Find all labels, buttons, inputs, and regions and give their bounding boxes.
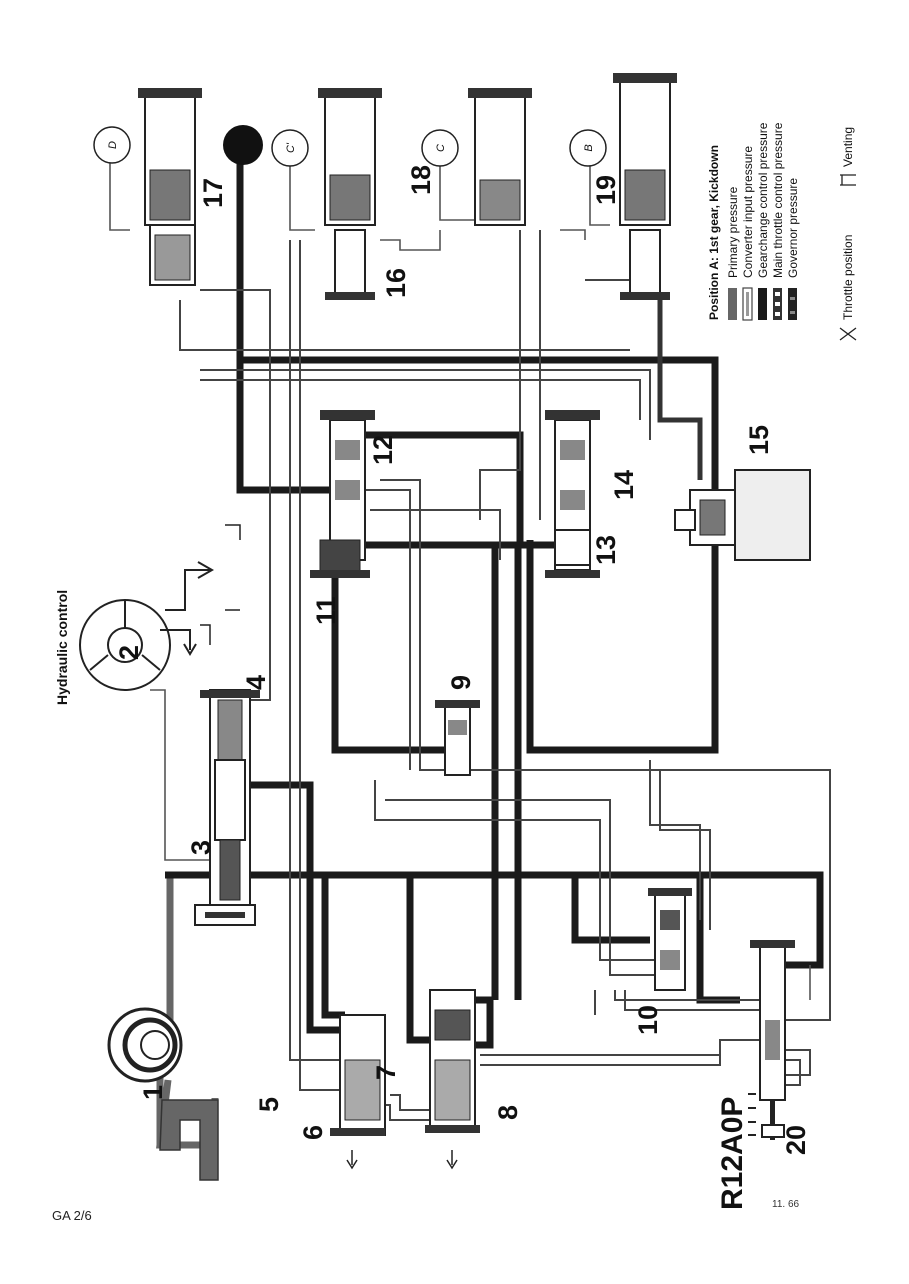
circle-b-label: B — [583, 144, 595, 151]
footer-date: 11. 66 — [772, 1199, 799, 1210]
circle-c-prime-label: C' — [285, 142, 297, 153]
label-19: 19 — [591, 175, 621, 205]
venting-icon — [840, 174, 856, 186]
label-16: 16 — [381, 268, 411, 298]
throttle-position-label: Throttle position — [841, 235, 855, 320]
page-title: Hydraulic control — [54, 590, 70, 705]
circle-c-prime: C' — [271, 129, 309, 167]
cylinder-17 — [138, 88, 202, 286]
label-8: 8 — [493, 1105, 523, 1120]
legend-item-converter: Converter input pressure — [741, 146, 755, 321]
cylinder-18 — [468, 88, 532, 226]
label-11: 11 — [311, 596, 341, 625]
selector-valve-20 — [750, 940, 795, 1140]
legend-title: Position A: 1st gear, Kickdown — [707, 145, 721, 320]
label-18: 18 — [406, 165, 436, 195]
label-4: 4 — [241, 675, 271, 690]
legend-label-main-throttle: Main throttle control pressure — [771, 122, 785, 278]
label-3: 3 — [186, 840, 216, 855]
cylinder-19 — [613, 73, 677, 300]
valve-12 — [310, 410, 375, 578]
label-9: 9 — [446, 675, 476, 690]
label-20: 20 — [781, 1125, 811, 1155]
legend-item-primary: Primary pressure — [726, 186, 740, 320]
legend-item-main-throttle: Main throttle control pressure — [771, 122, 785, 320]
valve-9 — [435, 700, 480, 776]
label-17: 17 — [198, 178, 228, 208]
valve-10 — [648, 888, 692, 991]
accumulator-ball — [223, 125, 263, 165]
legend-label-governor: Governor pressure — [786, 178, 800, 278]
legend: Position A: 1st gear, Kickdown Primary p… — [707, 122, 800, 321]
circle-d: D — [93, 126, 131, 164]
circle-b: B — [569, 129, 607, 167]
legend-label-converter: Converter input pressure — [741, 146, 755, 278]
label-5: 5 — [254, 1097, 284, 1112]
input-arrows — [346, 1150, 458, 1170]
cylinder-16 — [318, 88, 382, 300]
label-6: 6 — [298, 1125, 328, 1140]
pump-1 — [107, 1007, 219, 1181]
footer-page-code: GA 2/6 — [52, 1208, 92, 1223]
label-10: 10 — [633, 1005, 663, 1035]
label-15: 15 — [744, 425, 774, 455]
valve-8 — [425, 989, 480, 1133]
throttle-position-icon — [839, 327, 857, 341]
circle-d-label: D — [107, 141, 119, 149]
legend-item-governor: Governor pressure — [786, 178, 800, 320]
label-2: 2 — [114, 645, 144, 660]
valve-13 — [545, 410, 600, 578]
circle-c-label: C — [435, 144, 447, 152]
component-numbers: 1 2 3 4 5 6 7 8 9 10 11 12 13 14 15 16 1… — [114, 165, 811, 1155]
legend-item-gearchange: Gearchange control pressure — [756, 122, 770, 320]
control-unit-2 — [79, 524, 241, 691]
hydraulic-lines — [109, 130, 831, 1149]
label-7: 7 — [371, 1065, 401, 1080]
label-1: 1 — [138, 1085, 168, 1100]
legend-label-primary: Primary pressure — [726, 186, 740, 278]
valve-3 — [194, 689, 260, 926]
circle-c: C — [421, 129, 459, 167]
selector-ticks — [748, 1093, 756, 1136]
valve-6 — [330, 1014, 386, 1136]
venting-label: Venting — [841, 127, 855, 167]
governor-15 — [674, 469, 811, 561]
selector-positions: R12A0P — [716, 1097, 749, 1210]
legend-symbols: Throttle position Venting — [839, 127, 857, 341]
label-12: 12 — [368, 435, 398, 465]
legend-label-gearchange: Gearchange control pressure — [756, 122, 770, 278]
label-13: 13 — [591, 535, 621, 565]
label-14: 14 — [609, 470, 639, 500]
